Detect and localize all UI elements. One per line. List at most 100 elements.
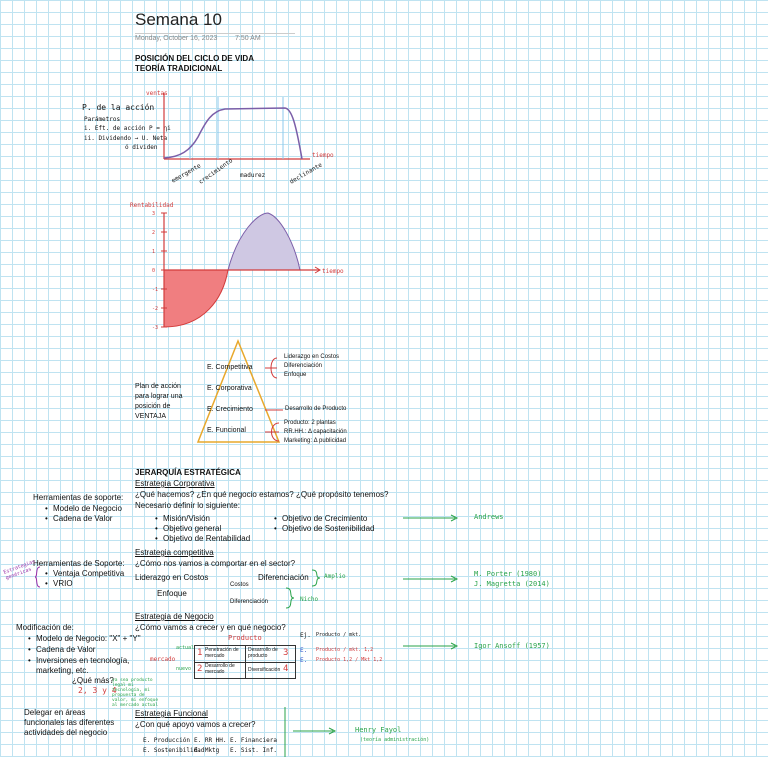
- func-area-6: E. Sist. Inf.: [230, 747, 277, 754]
- sales-curve: [163, 107, 303, 160]
- page-date: Monday, October 16, 2023: [135, 35, 218, 42]
- neg-eq2: Producto / mkt. 1,2: [316, 647, 374, 653]
- comp-side-note: Estrategias genéricas: [2, 558, 36, 582]
- neg-eqEy: Ej.: [300, 632, 311, 639]
- corp-necesario: Necesario definir lo siguiente:: [135, 501, 240, 510]
- neg-actual: actual: [176, 645, 195, 651]
- func-bar: [284, 707, 286, 757]
- level-funcional: E. Funcional: [207, 427, 246, 434]
- comp-braces: [285, 569, 321, 609]
- chart2-ylabel: Rentabilidad: [130, 202, 174, 209]
- title-divider: [135, 33, 295, 34]
- cell-desarrollo-mercado: Desarrollo de mercado: [205, 663, 235, 675]
- func-arrow: [293, 727, 337, 735]
- neg-mod-2: Cadena de Valor: [28, 645, 95, 654]
- corp-tools-title: Herramientas de soporte:: [33, 493, 124, 502]
- comp-title: Estrategia competitiva: [135, 548, 214, 557]
- comp-lider: Liderazgo en Costos: [135, 573, 209, 582]
- crec-item: Desarrollo de Producto: [285, 406, 347, 412]
- neg-arrow: [403, 642, 459, 650]
- func-title: Estrategia Funcional: [135, 709, 208, 718]
- comp-nicho: Nicho: [300, 596, 319, 603]
- comp-enfoque: Enfoque: [157, 589, 187, 598]
- neg-nums-234: 2, 3 y 4: [78, 686, 117, 695]
- func-area-1: E. Producción: [143, 737, 190, 744]
- life-cycle-chart: [163, 93, 310, 160]
- cell-num-4: 4: [283, 664, 289, 674]
- level-corporativa: E. Corporativa: [207, 385, 252, 392]
- func-item-2: RR.HH.: Δ capacitación: [284, 429, 347, 435]
- comp-side-brace: [34, 566, 41, 588]
- neg-que-mas: ¿Qué más?: [72, 676, 114, 685]
- func-area-3: E. Financiera: [230, 737, 277, 744]
- comp-tools-title: Herramientas de Soporte:: [33, 559, 125, 568]
- neg-author: Igor Ansoff (1957): [474, 642, 550, 650]
- y-tick-label-3: 3: [152, 211, 155, 217]
- chart1-xlabel: tiempo: [312, 152, 334, 159]
- note-ii: ii. Dividendo → U. Neta: [84, 135, 168, 142]
- heading-teoria: TEORÍA TRADICIONAL: [135, 64, 223, 73]
- page-time: 7:50 AM: [235, 35, 261, 42]
- cell-desarrollo-producto: Desarrollo de producto: [248, 647, 278, 659]
- comp-amplio: Amplio: [324, 573, 346, 580]
- neg-mod-title: Modificación de:: [16, 623, 74, 632]
- neg-title: Estrategia de Negocio: [135, 612, 214, 621]
- comp-tool-2: VRIO: [45, 579, 73, 588]
- func-question: ¿Con qué apoyo vamos a crecer?: [135, 720, 256, 729]
- comp-tool-1: Ventaja Competitiva: [45, 569, 124, 578]
- note-sub: Parámetros: [84, 116, 121, 123]
- cell-num-1: 1: [197, 648, 203, 658]
- y-tick-label--1: -1: [152, 287, 158, 293]
- chart1-ylabel: ventas: [146, 90, 168, 97]
- corp-right-1: Objetivo de Crecimiento: [274, 514, 367, 523]
- cell-diversificacion: Diversificación: [248, 667, 281, 673]
- comp-item-3: Enfoque: [284, 372, 307, 378]
- y-tick-label-0: 0: [152, 268, 155, 274]
- loss-area: [163, 269, 229, 328]
- page-title[interactable]: Semana 10: [135, 10, 222, 29]
- neg-side-note: ya sea producto legal mi tecnología, mi …: [112, 678, 159, 708]
- corp-right-2: Objetivo de Sostenibilidad: [274, 524, 375, 533]
- corp-question: ¿Qué hacemos? ¿En qué negocio estamos? ¿…: [135, 490, 389, 499]
- note-i: i. Eft. de acción P = ηi: [84, 125, 171, 132]
- neg-nuevo: nuevo: [176, 666, 192, 672]
- corp-author: Andrews: [474, 513, 504, 521]
- chart2-x-arrow: [314, 266, 321, 274]
- func-author: Henry Fayol: [355, 726, 402, 734]
- cell-num-3: 3: [283, 648, 289, 658]
- corp-tool-2: Cadena de Valor: [45, 514, 112, 523]
- y-tick-label-2: 2: [152, 230, 155, 236]
- y-tick-label--3: -3: [152, 325, 158, 331]
- level-crecimiento: E. Crecimiento: [207, 406, 253, 413]
- func-area-2: E. RR HH.: [194, 737, 227, 744]
- note-title: P. de la acción: [82, 103, 155, 112]
- neg-mod-1: Modelo de Negocio: "X" + "Y": [28, 634, 141, 643]
- comp-author-1: M. Porter (1980): [474, 570, 542, 578]
- neg-eqE1: E.: [300, 647, 308, 654]
- level-competitiva: E. Competitiva: [207, 364, 253, 371]
- pyramid-triangle: [196, 338, 281, 443]
- comp-item-1: Liderazgo en Costos: [284, 354, 340, 360]
- comp-dif2: Diferenciación: [230, 599, 269, 605]
- corp-tool-1: Modelo de Negocio: [45, 504, 122, 513]
- comp-dif: Diferenciación: [258, 573, 309, 582]
- ansoff-matrix: 1 Penetración de mercado Desarrollo de p…: [194, 645, 296, 679]
- func-item-3: Marketing: Δ publicidad: [284, 438, 347, 444]
- neg-question: ¿Cómo vamos a crecer y en qué negocio?: [135, 623, 286, 632]
- neg-producto: Producto: [228, 634, 262, 642]
- chart2-xlabel: tiempo: [322, 268, 344, 275]
- neg-eqE2: E.: [300, 657, 308, 664]
- func-author-note: (teoría administración): [360, 737, 430, 743]
- stage-madurez: madurez: [240, 172, 266, 179]
- func-area-5: E. Mktg: [194, 747, 220, 754]
- neg-eq1: Producto / mkt.: [316, 632, 362, 638]
- comp-costos: Costos: [230, 582, 249, 588]
- profit-area: [227, 212, 301, 271]
- corp-title: Estrategia Corporativa: [135, 479, 215, 488]
- func-area-4: E. Sostenibilidad: [143, 747, 205, 754]
- comp-question: ¿Cómo nos vamos a comportar en el sector…: [135, 559, 296, 568]
- corp-left-3: Objetivo de Rentabilidad: [155, 534, 250, 543]
- y-tick-label-1: 1: [152, 249, 155, 255]
